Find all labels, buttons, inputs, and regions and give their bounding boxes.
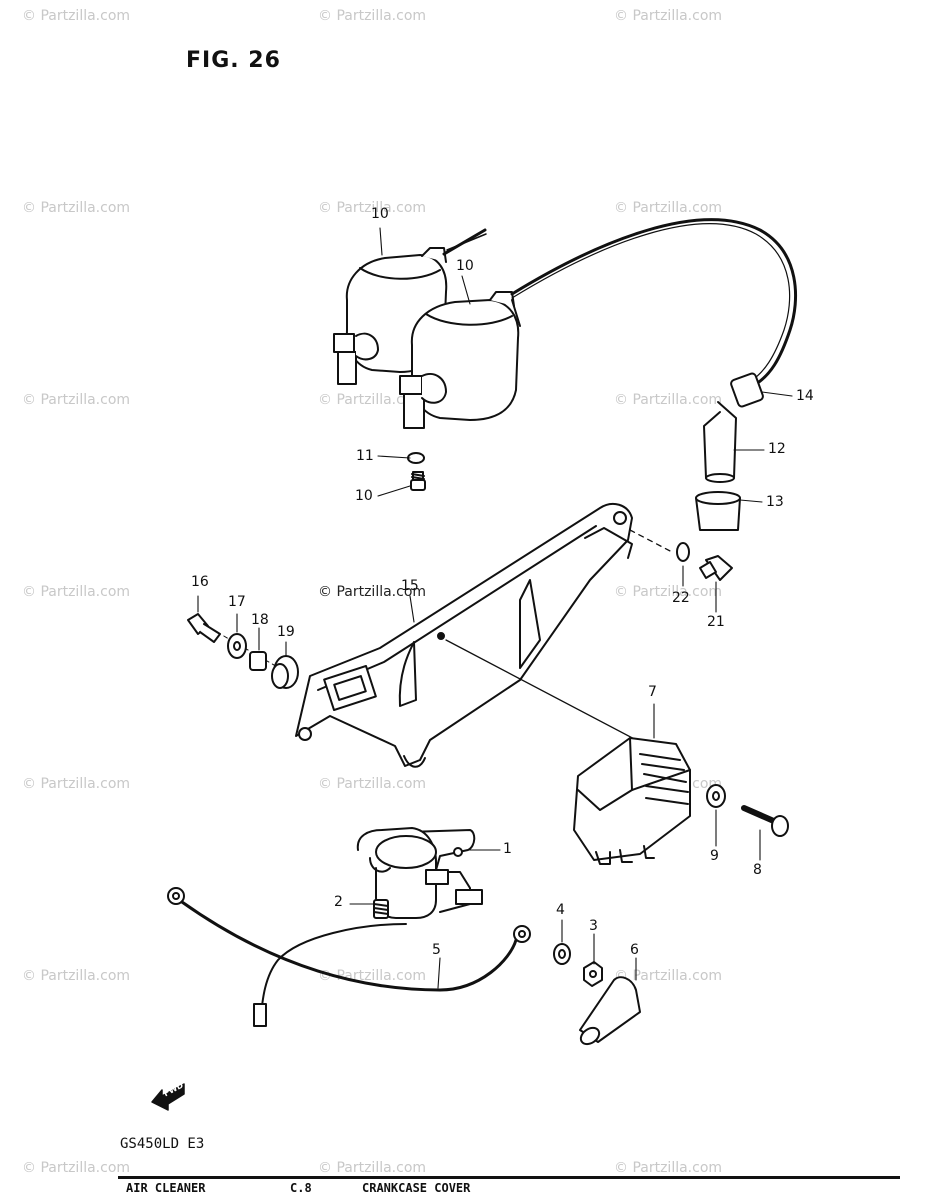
callout-20: 19 xyxy=(277,624,295,640)
footer-item-page: C.8 xyxy=(290,1181,312,1195)
callout-9: 9 xyxy=(710,848,719,864)
callout-7: 7 xyxy=(648,684,657,700)
screw-2 xyxy=(373,899,389,919)
callout-2: 2 xyxy=(334,894,343,910)
high-tension-cable xyxy=(510,218,798,386)
footer-bar: AIR CLEANER C.8 CRANKCASE COVER xyxy=(118,1176,900,1203)
watermark-center: © Partzilla.com xyxy=(318,584,427,600)
cap-cover xyxy=(695,491,741,531)
starter-cable xyxy=(167,887,531,1027)
callout-5: 5 xyxy=(432,942,441,958)
callout-4: 4 xyxy=(556,902,565,918)
watermark: © Partzilla.com xyxy=(614,8,723,24)
callout-16: 15 xyxy=(401,578,419,594)
washer-22 xyxy=(676,542,690,562)
watermark: © Partzilla.com xyxy=(22,968,131,984)
ignition-coil-front xyxy=(399,291,521,429)
terminal-boot xyxy=(579,976,641,1046)
callout-8: 8 xyxy=(753,862,762,878)
watermark: © Partzilla.com xyxy=(614,200,723,216)
mounting-bracket xyxy=(295,502,633,768)
washer-18 xyxy=(227,633,247,659)
watermark: © Partzilla.com xyxy=(318,200,427,216)
callout-21: 21 xyxy=(707,614,725,630)
callout-15: 14 xyxy=(796,388,814,404)
forward-arrow-icon xyxy=(151,1083,185,1111)
callout-10b: 10 xyxy=(456,258,474,274)
watermark: © Partzilla.com xyxy=(22,1160,131,1176)
bolt-17 xyxy=(187,613,221,643)
callout-10: 10 xyxy=(371,206,389,222)
bolt-21 xyxy=(699,555,733,581)
grommet-20 xyxy=(271,655,299,689)
watermark: © Partzilla.com xyxy=(318,392,427,408)
spark-plug-cap xyxy=(703,401,737,483)
watermark: © Partzilla.com xyxy=(318,1160,427,1176)
callout-12: 11 xyxy=(356,448,374,464)
watermark: © Partzilla.com xyxy=(614,584,723,600)
callout-6: 6 xyxy=(630,942,639,958)
screw-8 xyxy=(741,805,789,837)
watermark: © Partzilla.com xyxy=(614,1160,723,1176)
watermark: © Partzilla.com xyxy=(318,8,427,24)
callout-22: 22 xyxy=(672,590,690,606)
watermark: © Partzilla.com xyxy=(318,776,427,792)
starter-relay xyxy=(356,827,483,919)
regulator-rectifier xyxy=(573,737,691,865)
screw-11 xyxy=(410,471,426,491)
watermark: © Partzilla.com xyxy=(614,392,723,408)
leader-lines xyxy=(197,227,793,989)
washer-4 xyxy=(553,943,571,965)
footer-item-crankcase-cover: CRANKCASE COVER xyxy=(362,1181,471,1195)
collar-19 xyxy=(249,651,267,671)
callout-18: 17 xyxy=(228,594,246,610)
callout-14: 13 xyxy=(766,494,784,510)
watermark: © Partzilla.com xyxy=(22,200,131,216)
watermark: © Partzilla.com xyxy=(22,776,131,792)
callout-19: 18 xyxy=(251,612,269,628)
watermark: © Partzilla.com xyxy=(22,584,131,600)
plug-cap-seal xyxy=(730,372,764,408)
watermark: © Partzilla.com xyxy=(22,8,131,24)
callout-3: 3 xyxy=(589,918,598,934)
callout-1: 1 xyxy=(503,841,512,857)
washer-9 xyxy=(706,784,726,808)
nut-3 xyxy=(583,961,603,987)
watermark: © Partzilla.com xyxy=(22,392,131,408)
callout-17: 16 xyxy=(191,574,209,590)
watermark: © Partzilla.com xyxy=(614,968,723,984)
model-code: GS450LD E3 xyxy=(120,1136,205,1152)
callout-11: 10 xyxy=(355,488,373,504)
figure-title: FIG. 26 xyxy=(186,48,281,73)
footer-item-air-cleaner: AIR CLEANER xyxy=(126,1181,206,1195)
callout-13: 12 xyxy=(768,441,786,457)
